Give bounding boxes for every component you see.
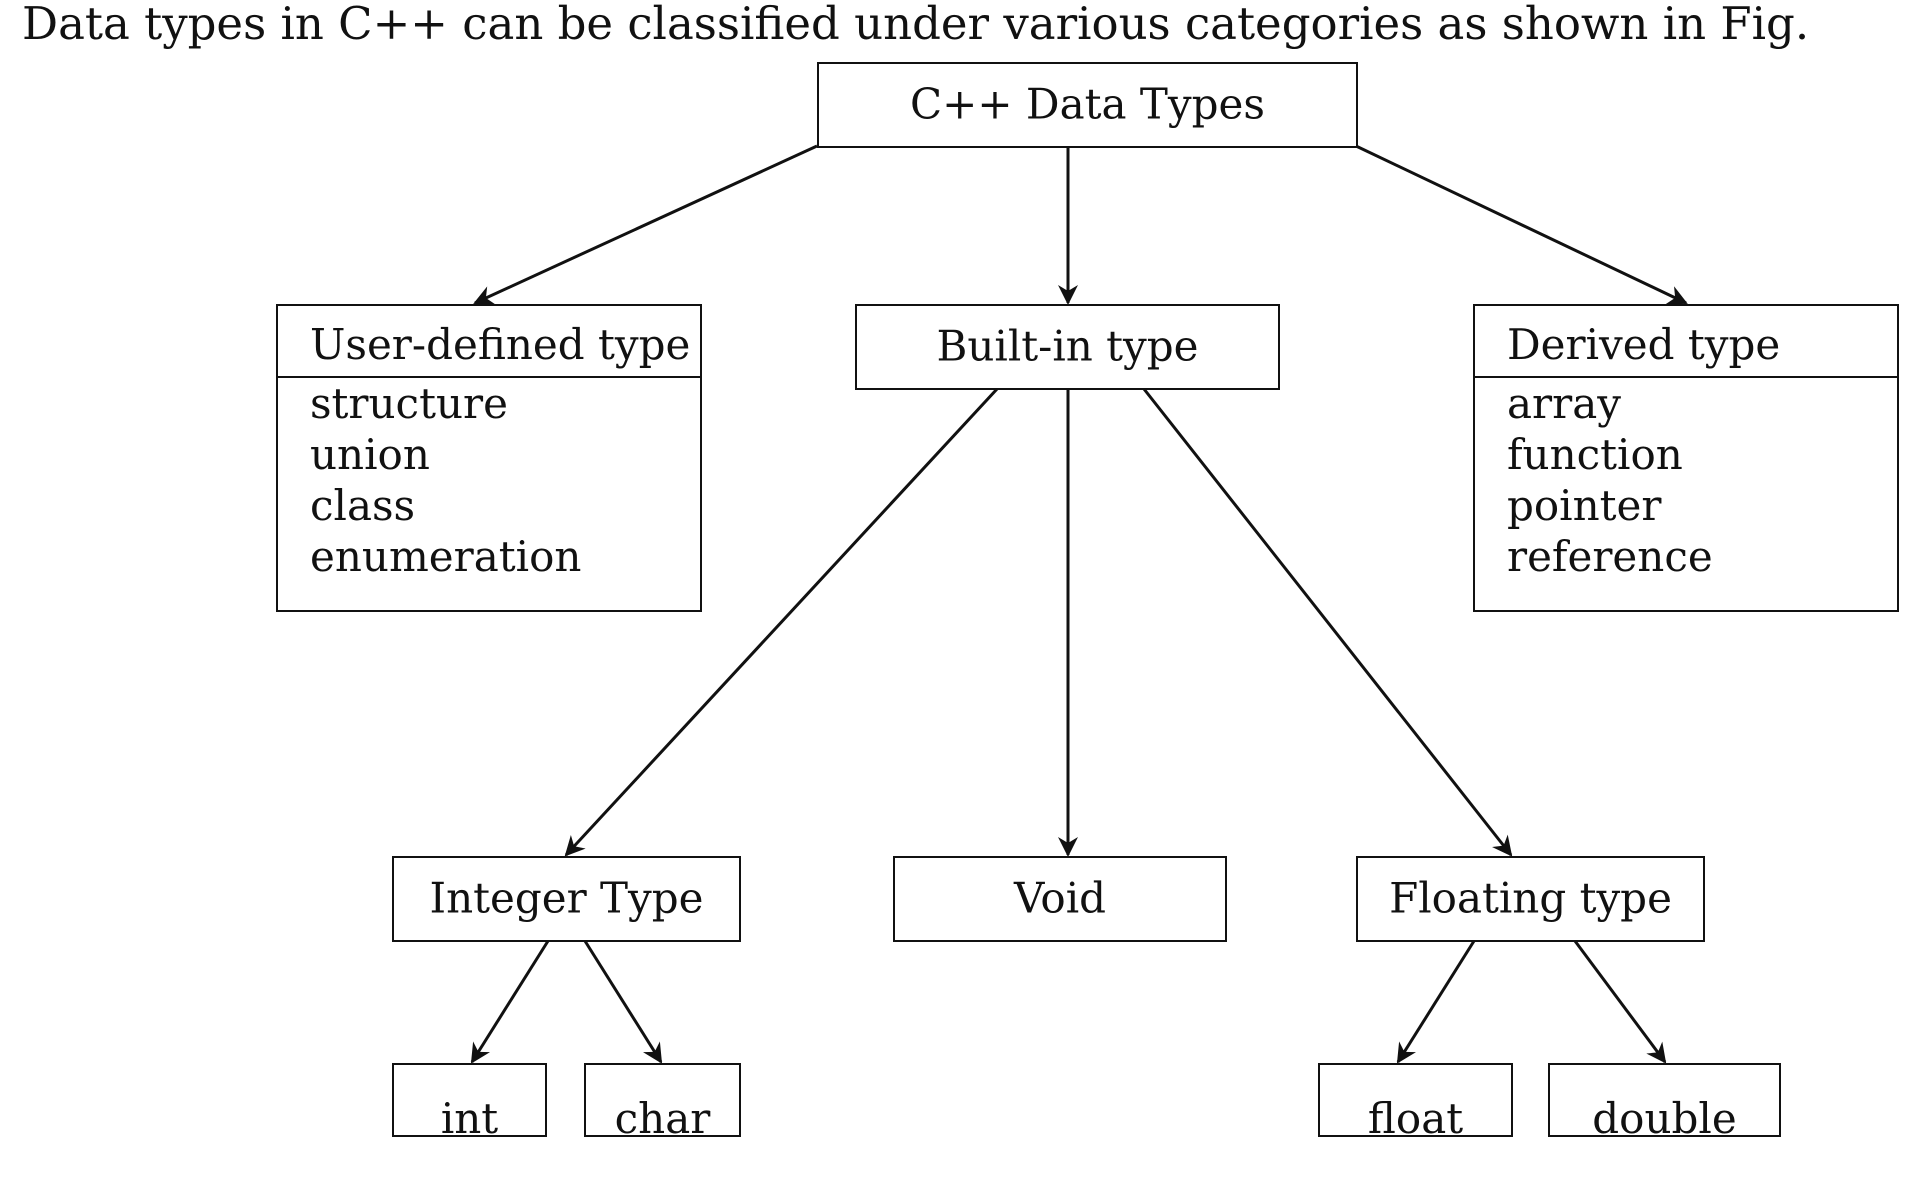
node-label: char <box>614 1094 711 1137</box>
edge-built-in-integer <box>564 387 999 857</box>
edge-integer-char <box>583 940 663 1064</box>
list-item: array <box>1507 379 1621 428</box>
list-item: class <box>310 481 416 530</box>
node-built-in-type: Built-in type <box>855 304 1280 390</box>
node-label: float <box>1367 1094 1464 1137</box>
node-item-list: array function pointer reference <box>1475 378 1897 582</box>
node-title: Derived type <box>1475 306 1897 378</box>
edge-built-in-floating <box>1142 388 1513 857</box>
node-label: Built-in type <box>936 321 1199 371</box>
node-int: int <box>392 1063 547 1137</box>
node-integer-type: Integer Type <box>392 856 741 942</box>
node-label: C++ Data Types <box>910 79 1265 129</box>
edge-root-user-defined <box>473 144 818 305</box>
edge-root-derived <box>1355 144 1688 305</box>
node-label: Floating type <box>1389 873 1672 923</box>
edge-floating-float <box>1396 940 1476 1064</box>
list-item: union <box>310 430 430 479</box>
intro-text: Data types in C++ can be classified unde… <box>22 0 1810 50</box>
node-floating-type: Floating type <box>1356 856 1705 942</box>
edge-integer-int <box>470 940 550 1064</box>
list-item: structure <box>310 379 508 428</box>
node-void: Void <box>893 856 1227 942</box>
node-item-list: structure union class enumeration <box>278 378 700 582</box>
node-label: int <box>440 1094 499 1137</box>
edge-floating-double <box>1573 940 1667 1064</box>
node-cpp-data-types: C++ Data Types <box>817 62 1358 148</box>
node-title: User-defined type <box>278 306 700 378</box>
node-user-defined-type: User-defined type structure union class … <box>276 304 702 612</box>
node-label: Integer Type <box>429 873 704 923</box>
list-item: function <box>1507 430 1683 479</box>
node-double: double <box>1548 1063 1781 1137</box>
node-label: double <box>1592 1094 1737 1137</box>
node-derived-type: Derived type array function pointer refe… <box>1473 304 1899 612</box>
list-item: enumeration <box>310 532 582 581</box>
node-float: float <box>1318 1063 1513 1137</box>
list-item: reference <box>1507 532 1713 581</box>
list-item: pointer <box>1507 481 1662 530</box>
node-label: Void <box>1013 873 1107 923</box>
node-char: char <box>584 1063 741 1137</box>
